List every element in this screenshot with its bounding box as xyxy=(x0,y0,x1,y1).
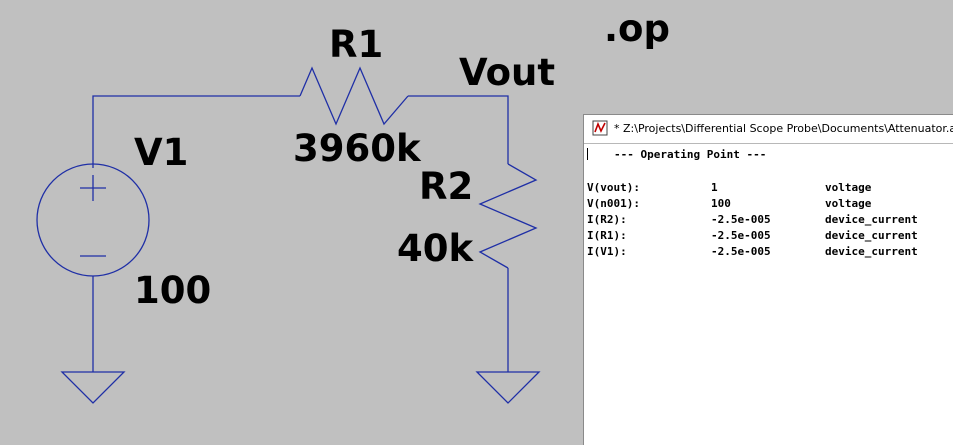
window-title: * Z:\Projects\Differential Scope Probe\D… xyxy=(614,122,953,135)
r2-value-label[interactable]: 40k xyxy=(397,227,474,270)
r1-name-label[interactable]: R1 xyxy=(329,23,384,66)
v1-name-label[interactable]: V1 xyxy=(134,131,189,174)
spice-output-window[interactable]: * Z:\Projects\Differential Scope Probe\D… xyxy=(583,114,953,445)
result-name: V(n001): xyxy=(587,197,640,210)
result-value: -2.5e-005 xyxy=(711,213,771,226)
result-value: 1 xyxy=(711,181,718,194)
result-value: 100 xyxy=(711,197,731,210)
resistor-r2[interactable] xyxy=(478,163,538,269)
resistor-r1[interactable] xyxy=(299,66,409,126)
result-value: -2.5e-005 xyxy=(711,245,771,258)
operating-point-heading: --- Operating Point --- xyxy=(614,148,767,161)
ltspice-icon xyxy=(592,120,608,136)
ground-icon-left[interactable] xyxy=(60,371,126,404)
vout-net-label[interactable]: Vout xyxy=(459,51,556,94)
result-name: I(R2): xyxy=(587,213,627,226)
result-kind: device_current xyxy=(825,245,918,258)
v1-value-label[interactable]: 100 xyxy=(134,269,212,312)
window-titlebar[interactable]: * Z:\Projects\Differential Scope Probe\D… xyxy=(584,115,953,144)
wire-vout-node[interactable] xyxy=(408,95,509,164)
r2-name-label[interactable]: R2 xyxy=(419,165,474,208)
result-kind: voltage xyxy=(825,181,872,194)
wire-v1-top[interactable] xyxy=(92,95,300,168)
output-text-area[interactable]: --- Operating Point --- V(vout): 1 volta… xyxy=(584,144,953,445)
result-value: -2.5e-005 xyxy=(711,229,771,242)
result-name: I(R1): xyxy=(587,229,627,242)
result-name: V(vout): xyxy=(587,181,640,194)
r1-value-label[interactable]: 3960k xyxy=(293,127,421,170)
result-kind: voltage xyxy=(825,197,872,210)
result-kind: device_current xyxy=(825,213,918,226)
result-name: I(V1): xyxy=(587,245,627,258)
result-kind: device_current xyxy=(825,229,918,242)
text-caret xyxy=(587,148,588,160)
ground-icon-right[interactable] xyxy=(475,371,541,404)
schematic-canvas[interactable] xyxy=(0,0,953,432)
op-directive[interactable]: .op xyxy=(604,7,670,50)
